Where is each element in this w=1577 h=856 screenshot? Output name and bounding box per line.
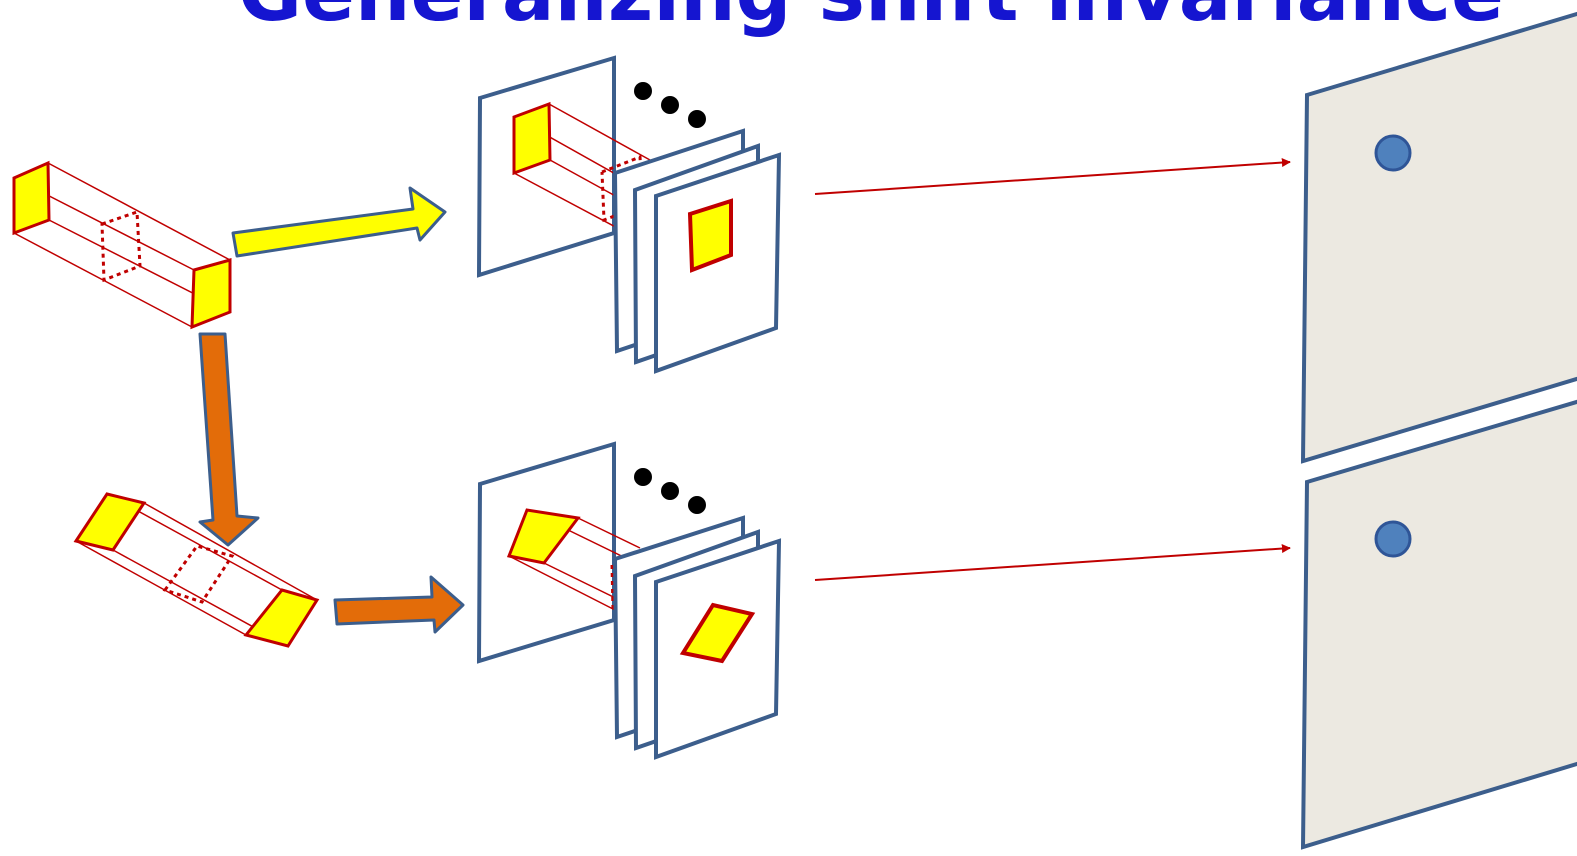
ellipsis-icon [634, 82, 706, 128]
ellipsis-icon [634, 468, 706, 514]
feature-maps-bottom [476, 441, 782, 760]
output-point-bottom [1374, 520, 1412, 558]
response-patch-bottom [679, 602, 756, 664]
mapping-arrow-top [814, 158, 1291, 195]
filter-face-back-rotated [73, 492, 147, 552]
response-patch-top [687, 198, 733, 273]
output-space-top [1300, 11, 1577, 464]
mapping-arrow-bottom [814, 544, 1291, 581]
filter-face-back [12, 160, 51, 236]
output-map-3 [654, 152, 782, 374]
output-point-top [1374, 134, 1412, 172]
slide-title: Generalizing shift invariance [238, 0, 1504, 39]
filter-prism-rotated [73, 492, 320, 648]
orange-arrow-down [198, 332, 260, 547]
orange-arrow-right [333, 575, 465, 634]
filter-face-front [190, 258, 232, 330]
output-space-bottom [1300, 399, 1577, 850]
yellow-arrow [231, 186, 447, 258]
filter-face-front-rotated [243, 588, 320, 648]
feature-maps-top [476, 55, 782, 374]
filter-prism-original [12, 160, 232, 330]
input-map-top [476, 55, 616, 278]
